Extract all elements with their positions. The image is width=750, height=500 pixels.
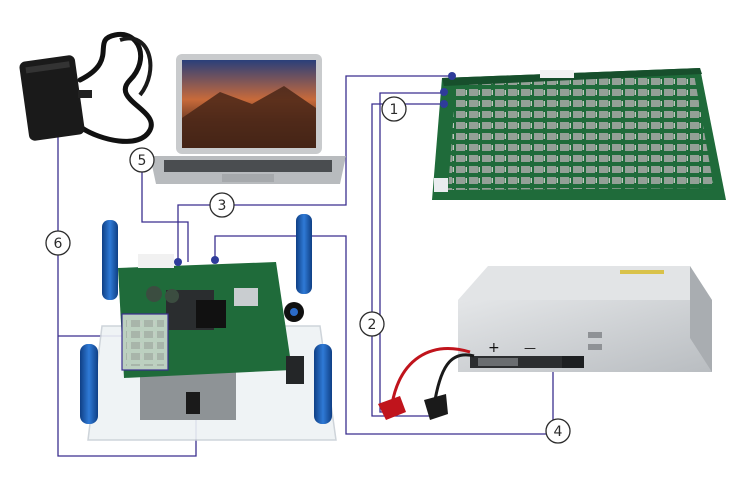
psu-plus-label: + [488, 340, 500, 356]
callout-1: 1 [381, 96, 407, 122]
callout-6: 6 [45, 230, 71, 256]
callout-2: 2 [359, 311, 385, 337]
post-icon [102, 220, 118, 300]
callout-3: 3 [209, 192, 235, 218]
black-clamp-icon [424, 394, 448, 420]
post-icon [296, 214, 312, 294]
power-supply-icon: + — [458, 266, 712, 372]
svg-text:5: 5 [138, 153, 147, 169]
callout-5: 5 [129, 147, 155, 173]
svg-text:3: 3 [218, 198, 227, 214]
post-icon [314, 344, 332, 424]
laptop-icon [150, 54, 346, 184]
post-icon [80, 344, 98, 424]
callout-4: 4 [545, 418, 571, 444]
wire-5 [141, 162, 189, 262]
power-adapter-icon [19, 32, 154, 144]
svg-text:1: 1 [390, 102, 399, 118]
power-leads [378, 347, 475, 420]
svg-text:4: 4 [554, 424, 563, 440]
hashboard-icon [432, 68, 726, 200]
svg-text:2: 2 [368, 317, 377, 333]
wire-3 [177, 75, 450, 260]
red-clamp-icon [378, 396, 406, 420]
psu-minus-label: — [524, 341, 536, 355]
test-fixture-icon [80, 214, 337, 441]
wire-2 [371, 103, 442, 417]
svg-text:6: 6 [54, 236, 63, 252]
